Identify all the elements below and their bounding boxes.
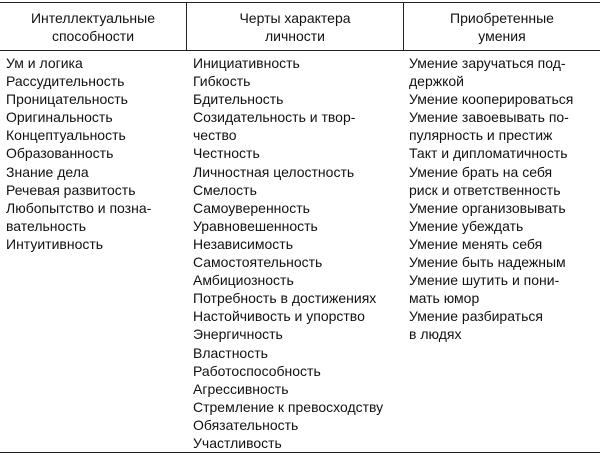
table-top-rule bbox=[0, 2, 600, 3]
header-line: Приобретенные bbox=[450, 10, 554, 26]
header-line: Интеллектуальные bbox=[30, 10, 156, 26]
header-line: способности bbox=[51, 28, 135, 44]
list-item: пулярность и престиж bbox=[409, 127, 553, 144]
header-divider-1 bbox=[186, 2, 187, 50]
list-item: Умение кооперироваться bbox=[409, 91, 574, 108]
list-item: Созидательность и твор- bbox=[193, 109, 356, 126]
list-item: Инициативность bbox=[193, 55, 300, 71]
list-item: Смелость bbox=[193, 181, 257, 198]
header-acquired-skills: Приобретенные умения bbox=[404, 9, 600, 45]
list-item: Умение разбираться bbox=[409, 308, 543, 325]
header-line: личности bbox=[264, 28, 326, 44]
list-item: Гибкость bbox=[193, 73, 251, 90]
list-item: Настойчивость и упорство bbox=[193, 308, 365, 325]
list-item: риск и ответственность bbox=[409, 181, 561, 198]
list-item: Самоуверенность bbox=[193, 199, 310, 216]
list-item: Властность bbox=[193, 344, 268, 361]
header-divider-2 bbox=[403, 2, 404, 50]
list-item: Потребность в достижениях bbox=[193, 290, 377, 307]
list-item: Независимость bbox=[193, 235, 293, 252]
list-item: мать юмор bbox=[409, 290, 480, 307]
list-item: Умение менять себя bbox=[409, 235, 543, 252]
list-item: Умение шутить и пони- bbox=[409, 272, 560, 289]
list-item: Рассудительность bbox=[6, 73, 125, 90]
list-item: Оригинальность bbox=[6, 109, 113, 126]
list-item: Стремление к превосходству bbox=[193, 398, 384, 415]
list-item: Концептуальность bbox=[6, 127, 126, 144]
list-item: Амбициозность bbox=[193, 272, 294, 289]
header-bottom-rule bbox=[0, 50, 600, 51]
table-bottom-rule bbox=[0, 452, 600, 453]
list-item: в людях bbox=[409, 326, 462, 343]
list-item: Агрессивность bbox=[193, 380, 289, 397]
list-item: Образованность bbox=[6, 145, 114, 162]
list-item: Умение убеждать bbox=[409, 217, 524, 234]
list-item: Энергичность bbox=[193, 326, 283, 343]
list-item: Работоспособность bbox=[193, 362, 321, 379]
list-item: Уравновешенность bbox=[193, 217, 318, 234]
list-item: Проницательность bbox=[6, 91, 128, 108]
list-item: Участливость bbox=[193, 434, 282, 451]
list-item: Умение завоевывать по- bbox=[409, 109, 569, 126]
list-item: Такт и дипломатичность bbox=[409, 145, 568, 162]
list-item: Интуитивность bbox=[6, 235, 104, 252]
list-item: Личностная целостность bbox=[193, 163, 355, 180]
list-item: Самостоятельность bbox=[193, 254, 323, 271]
list-item: Речевая развитость bbox=[6, 181, 136, 198]
header-line: умения bbox=[478, 28, 526, 44]
list-item: Умение быть надежным bbox=[409, 254, 566, 271]
header-line: Черты характера bbox=[239, 10, 351, 26]
list-item: Умение организовывать bbox=[409, 199, 566, 216]
header-character-traits: Черты характера личности bbox=[187, 9, 403, 45]
list-item: Любопытство и позна- bbox=[6, 199, 152, 216]
list-item: Умение заручаться под- bbox=[409, 55, 566, 71]
list-item: чество bbox=[193, 127, 237, 144]
list-item: держкой bbox=[409, 73, 464, 90]
list-item: Умение брать на себя bbox=[409, 163, 553, 180]
header-intellectual-abilities: Интеллектуальные способности bbox=[0, 9, 186, 45]
list-item: Бдительность bbox=[193, 91, 284, 108]
list-item: Знание дела bbox=[6, 163, 89, 180]
list-item: вательность bbox=[6, 217, 87, 234]
list-item: Обязательность bbox=[193, 416, 299, 433]
list-item: Ум и логика bbox=[6, 55, 83, 71]
list-item: Честность bbox=[193, 145, 260, 162]
